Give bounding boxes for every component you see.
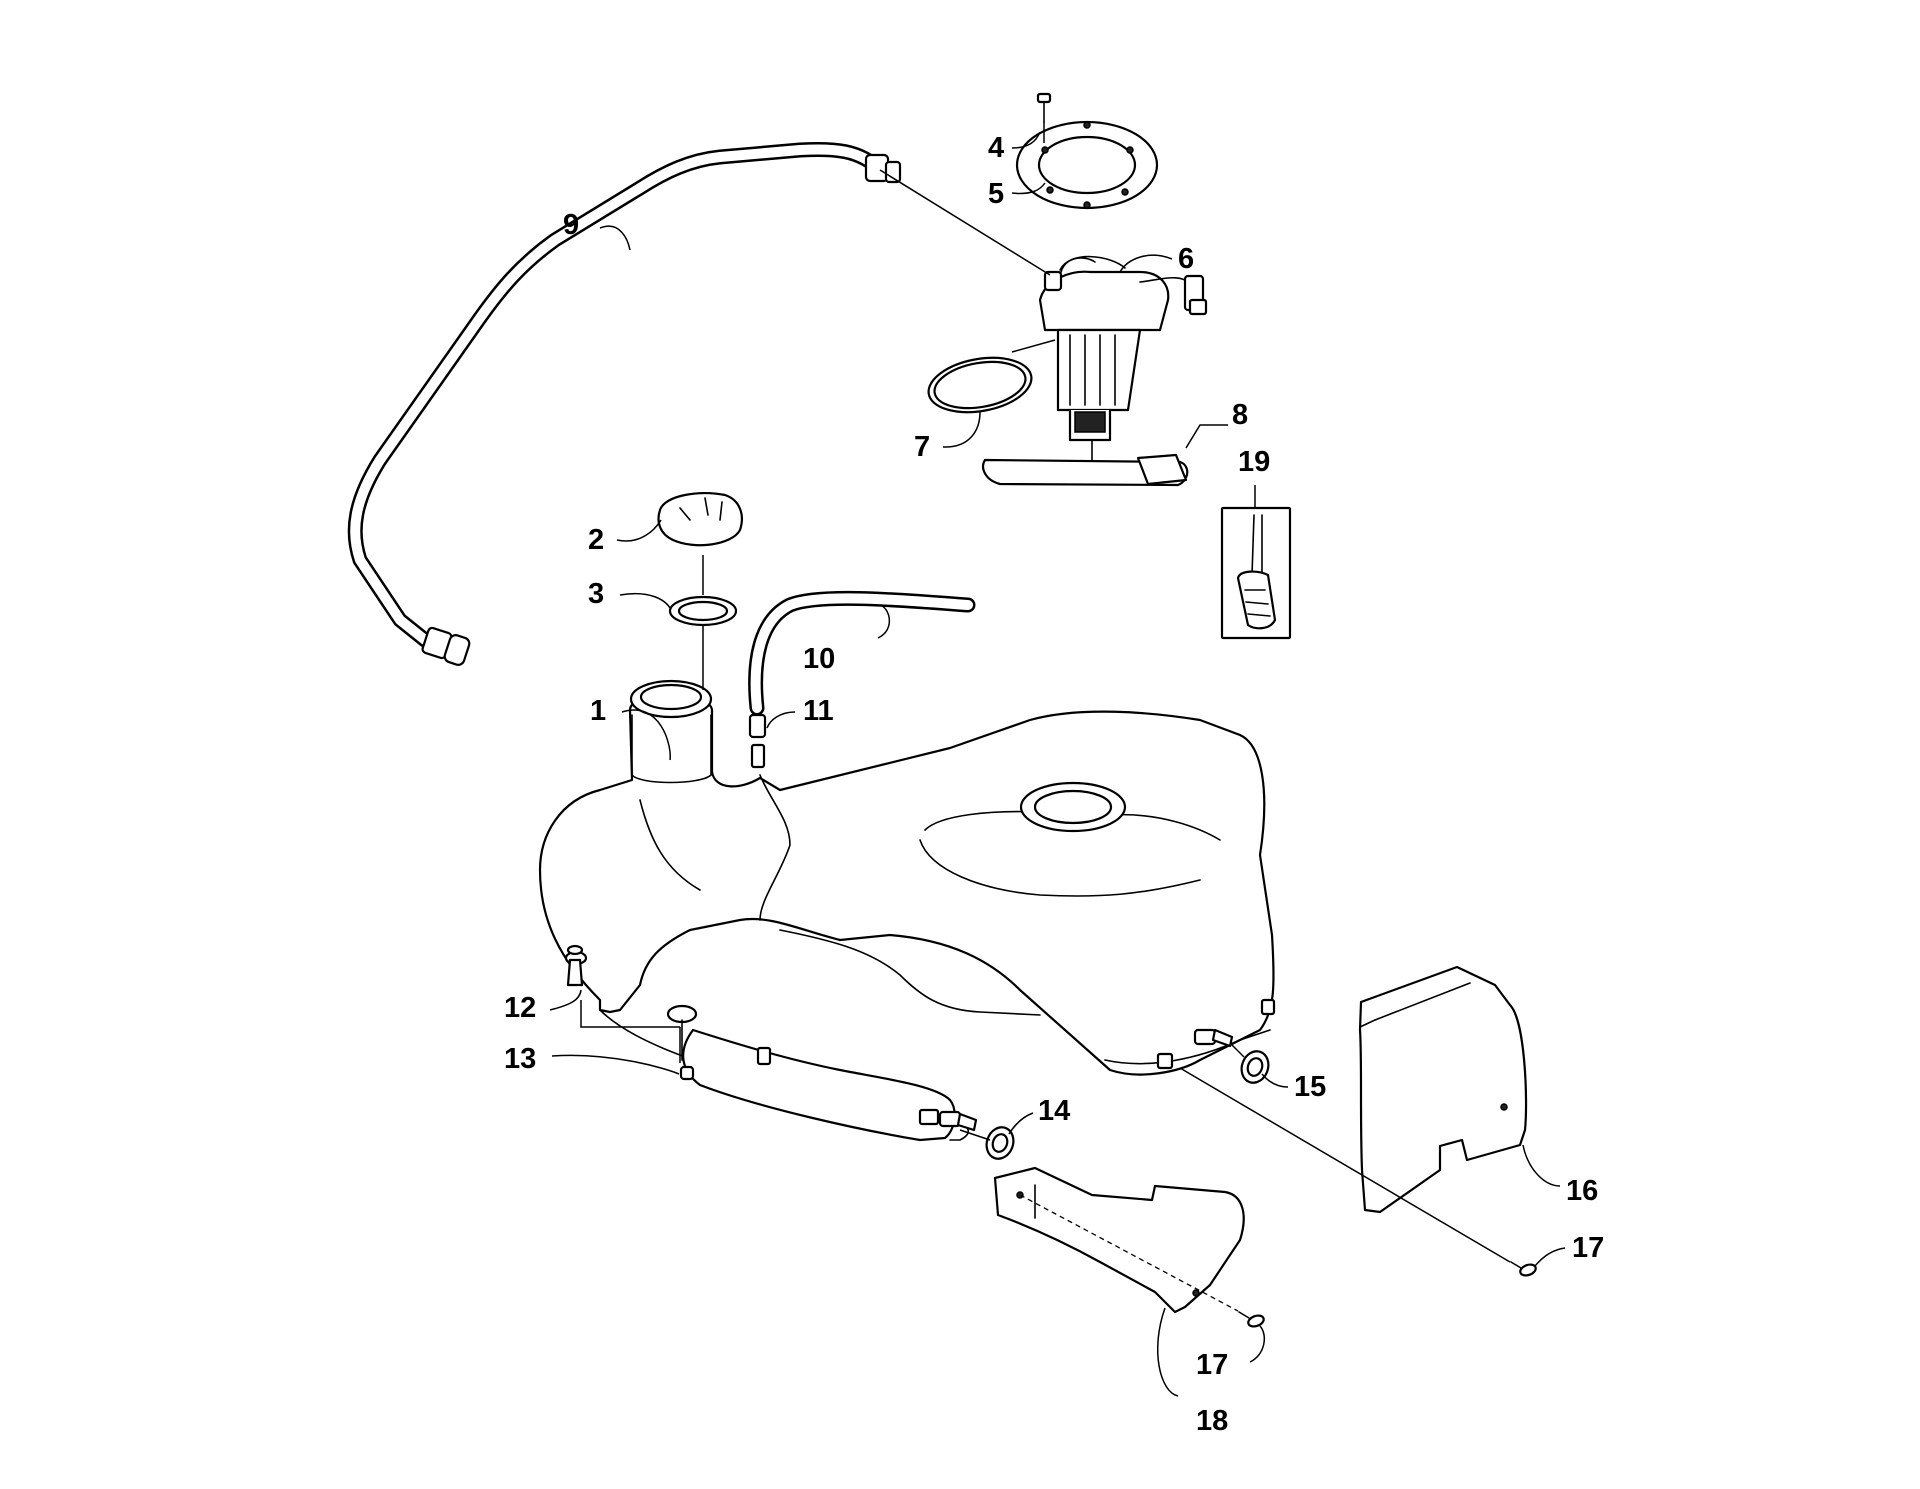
callout-7: 7: [914, 431, 930, 463]
grommet-clip[interactable]: [679, 1065, 695, 1081]
hose-clip-top: [884, 160, 902, 184]
callout-3: 3: [588, 578, 604, 610]
callout-13: 13: [504, 1043, 536, 1075]
callout-15: 15: [1294, 1071, 1326, 1103]
callout-4: 4: [988, 132, 1004, 164]
callout-9: 9: [563, 209, 579, 241]
heat-shield-right[interactable]: [1358, 965, 1528, 1214]
fuel-tank[interactable]: [538, 679, 1276, 1142]
shield-screw-right[interactable]: [1510, 1261, 1537, 1277]
pump-gasket-plate[interactable]: [1015, 120, 1159, 210]
fuel-cap[interactable]: [657, 492, 743, 547]
pump-o-ring[interactable]: [924, 350, 1035, 419]
callout-10: 10: [803, 643, 835, 675]
callout-labels: 1 2 3 4 5 6 7 8 9 10 11 12 13 14 15 16 1…: [504, 132, 1604, 1437]
fuel-sender-inset[interactable]: [1220, 506, 1292, 640]
vent-hose-clamp[interactable]: [748, 713, 767, 769]
cap-seal[interactable]: [668, 595, 738, 627]
callout-17b: 17: [1196, 1349, 1228, 1381]
hose-nut-bottom: [443, 634, 471, 666]
vent-hose[interactable]: [748, 590, 976, 716]
callout-1: 1: [590, 695, 606, 727]
fuel-hose[interactable]: [347, 141, 902, 666]
tank-mount-tab: [666, 1004, 698, 1061]
hose-fitting-top: [864, 153, 890, 183]
grommet-left[interactable]: [982, 1124, 1017, 1163]
callout-17a: 17: [1572, 1232, 1604, 1264]
leader-lines: [549, 122, 1566, 1397]
fuel-pump-assembly[interactable]: [982, 255, 1208, 487]
pump-screw[interactable]: [1036, 92, 1052, 123]
callout-2: 2: [588, 524, 604, 556]
shield-screw-left[interactable]: [1238, 1311, 1265, 1328]
push-rivet[interactable]: [564, 944, 588, 987]
callout-16: 16: [1566, 1175, 1598, 1207]
heat-shield-left[interactable]: [993, 1166, 1245, 1314]
callout-19: 19: [1238, 446, 1270, 478]
callout-14: 14: [1038, 1095, 1070, 1127]
callout-5: 5: [988, 178, 1004, 210]
grommet-right[interactable]: [1237, 1048, 1272, 1087]
callout-18: 18: [1196, 1405, 1228, 1437]
callout-12: 12: [504, 992, 536, 1024]
callout-11: 11: [803, 695, 834, 727]
callout-6: 6: [1178, 243, 1194, 275]
callout-8: 8: [1232, 399, 1248, 431]
